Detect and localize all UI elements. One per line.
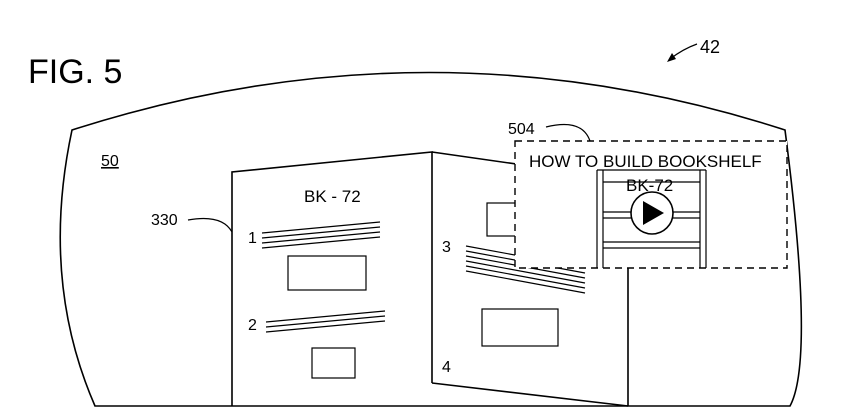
step-3-number: 3	[442, 239, 451, 256]
left-bottom-rectangle	[311, 347, 356, 379]
bookshelf-box: BK - 72 1 2 3 4	[231, 151, 629, 407]
box-label: BK - 72	[304, 187, 361, 206]
overlay-video-label: BK-72	[626, 176, 673, 195]
box-ref-lead-line	[187, 217, 233, 233]
device-ref-arrowhead	[667, 53, 676, 62]
step-4-number: 4	[442, 359, 451, 376]
step-1-number: 1	[248, 230, 257, 247]
play-button[interactable]	[630, 191, 674, 235]
overlay-ref-number: 504	[508, 121, 535, 138]
overlay-title: HOW TO BUILD BOOKSHELF	[529, 152, 762, 171]
step-2-number: 2	[248, 317, 257, 334]
overlay-ref-lead-line	[545, 123, 591, 142]
left-panel-rectangle	[287, 255, 367, 291]
figure-title: FIG. 5	[28, 53, 122, 91]
device-ref-number: 42	[700, 37, 720, 57]
play-icon	[643, 201, 664, 225]
right-small-rectangle	[486, 202, 518, 237]
instruction-lines-1	[261, 221, 381, 249]
right-bottom-rectangle	[481, 308, 559, 347]
box-ref-number: 330	[151, 212, 178, 229]
view-ref-number: 50	[101, 153, 119, 170]
instruction-lines-2	[265, 310, 386, 333]
display-lens-outline	[59, 71, 803, 407]
ar-overlay-panel[interactable]: HOW TO BUILD BOOKSHELF BK-72	[514, 140, 788, 269]
